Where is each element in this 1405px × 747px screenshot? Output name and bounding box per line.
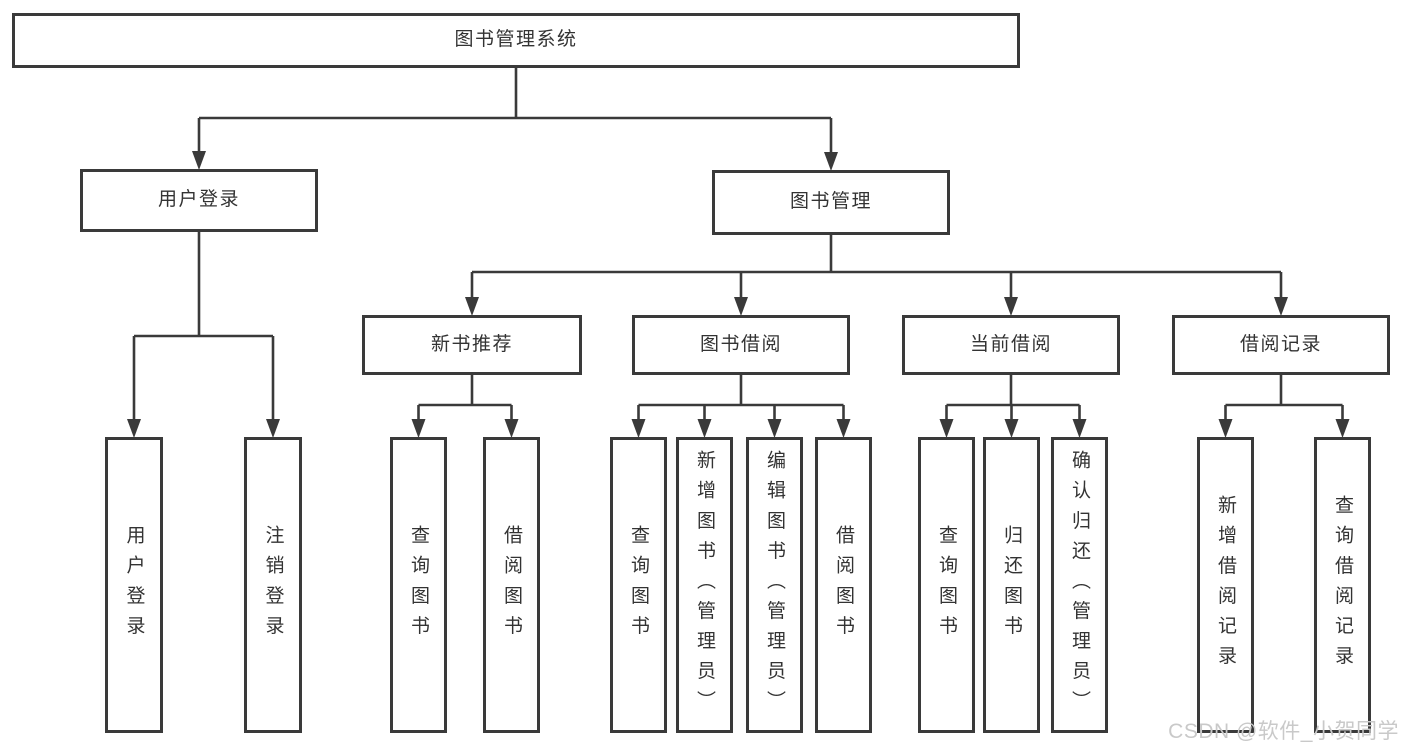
connector-borrow-records [1218, 375, 1350, 438]
arrowhead-icon [1335, 419, 1350, 438]
arrowhead-icon [631, 419, 646, 438]
node-label-leaf-user-login: 用户登录 [123, 524, 145, 646]
arrowhead-icon [266, 419, 280, 438]
node-root: 图书管理系统 [12, 13, 1020, 68]
node-label-leaf-query-book-1: 查询图书 [408, 524, 429, 646]
node-label-leaf-query-book-3: 查询图书 [936, 524, 957, 646]
node-label-leaf-confirm-return: 确认归还（管理员） [1069, 449, 1090, 721]
connector-current-borrow [939, 375, 1087, 438]
node-user-login: 用户登录 [80, 169, 318, 232]
node-label-borrow-records: 借阅记录 [1239, 333, 1322, 355]
connector-user-login [127, 232, 280, 438]
arrowhead-icon [824, 152, 838, 171]
connector-book-borrow [631, 375, 851, 438]
arrowhead-icon [127, 419, 141, 438]
node-label-current-borrow: 当前借阅 [969, 333, 1052, 355]
node-leaf-return-book: 归还图书 [983, 437, 1040, 733]
node-label-user-login: 用户登录 [157, 189, 240, 211]
node-book-borrow: 图书借阅 [632, 315, 850, 375]
arrowhead-icon [1218, 419, 1233, 438]
node-label-leaf-borrow-book-1: 借阅图书 [501, 524, 522, 646]
node-label-leaf-add-record: 新增借阅记录 [1215, 494, 1236, 676]
node-current-borrow: 当前借阅 [902, 315, 1120, 375]
arrowhead-icon [939, 419, 954, 438]
node-leaf-logout: 注销登录 [244, 437, 302, 733]
arrowhead-icon [1072, 419, 1087, 438]
arrowhead-icon [734, 297, 748, 316]
node-leaf-add-record: 新增借阅记录 [1197, 437, 1254, 733]
arrowhead-icon [767, 419, 782, 438]
arrowhead-icon [697, 419, 712, 438]
arrowhead-icon [1004, 297, 1018, 316]
node-label-leaf-add-book: 新增图书（管理员） [694, 449, 715, 721]
node-leaf-borrow-book-1: 借阅图书 [483, 437, 540, 733]
arrowhead-icon [411, 419, 426, 438]
arrowhead-icon [504, 419, 519, 438]
node-leaf-borrow-book-2: 借阅图书 [815, 437, 872, 733]
node-label-book-borrow: 图书借阅 [699, 333, 782, 355]
node-leaf-query-book-3: 查询图书 [918, 437, 975, 733]
csdn-watermark: CSDN @软件_小贺同学 [1168, 720, 1399, 743]
node-label-leaf-return-book: 归还图书 [1001, 524, 1022, 646]
node-leaf-add-book: 新增图书（管理员） [676, 437, 733, 733]
node-leaf-edit-book: 编辑图书（管理员） [746, 437, 803, 733]
node-label-book-mgmt: 图书管理 [789, 191, 872, 213]
node-label-new-book-rec: 新书推荐 [430, 333, 513, 355]
node-borrow-records: 借阅记录 [1172, 315, 1390, 375]
arrowhead-icon [1004, 419, 1019, 438]
node-leaf-user-login: 用户登录 [105, 437, 163, 733]
node-label-leaf-borrow-book-2: 借阅图书 [833, 524, 854, 646]
arrowhead-icon [192, 151, 206, 170]
node-leaf-query-record: 查询借阅记录 [1314, 437, 1371, 733]
node-label-leaf-query-record: 查询借阅记录 [1332, 494, 1353, 676]
connector-book-mgmt [465, 235, 1288, 316]
node-label-root: 图书管理系统 [454, 29, 578, 51]
node-label-leaf-edit-book: 编辑图书（管理员） [764, 449, 785, 721]
connector-root [192, 68, 838, 171]
node-leaf-confirm-return: 确认归还（管理员） [1051, 437, 1108, 733]
node-leaf-query-book-1: 查询图书 [390, 437, 447, 733]
arrowhead-icon [836, 419, 851, 438]
node-new-book-rec: 新书推荐 [362, 315, 582, 375]
node-leaf-query-book-2: 查询图书 [610, 437, 667, 733]
arrowhead-icon [465, 297, 479, 316]
arrowhead-icon [1274, 297, 1288, 316]
node-label-leaf-logout: 注销登录 [262, 524, 284, 646]
connector-new-book-rec [411, 375, 519, 438]
node-label-leaf-query-book-2: 查询图书 [628, 524, 649, 646]
node-book-mgmt: 图书管理 [712, 170, 950, 235]
